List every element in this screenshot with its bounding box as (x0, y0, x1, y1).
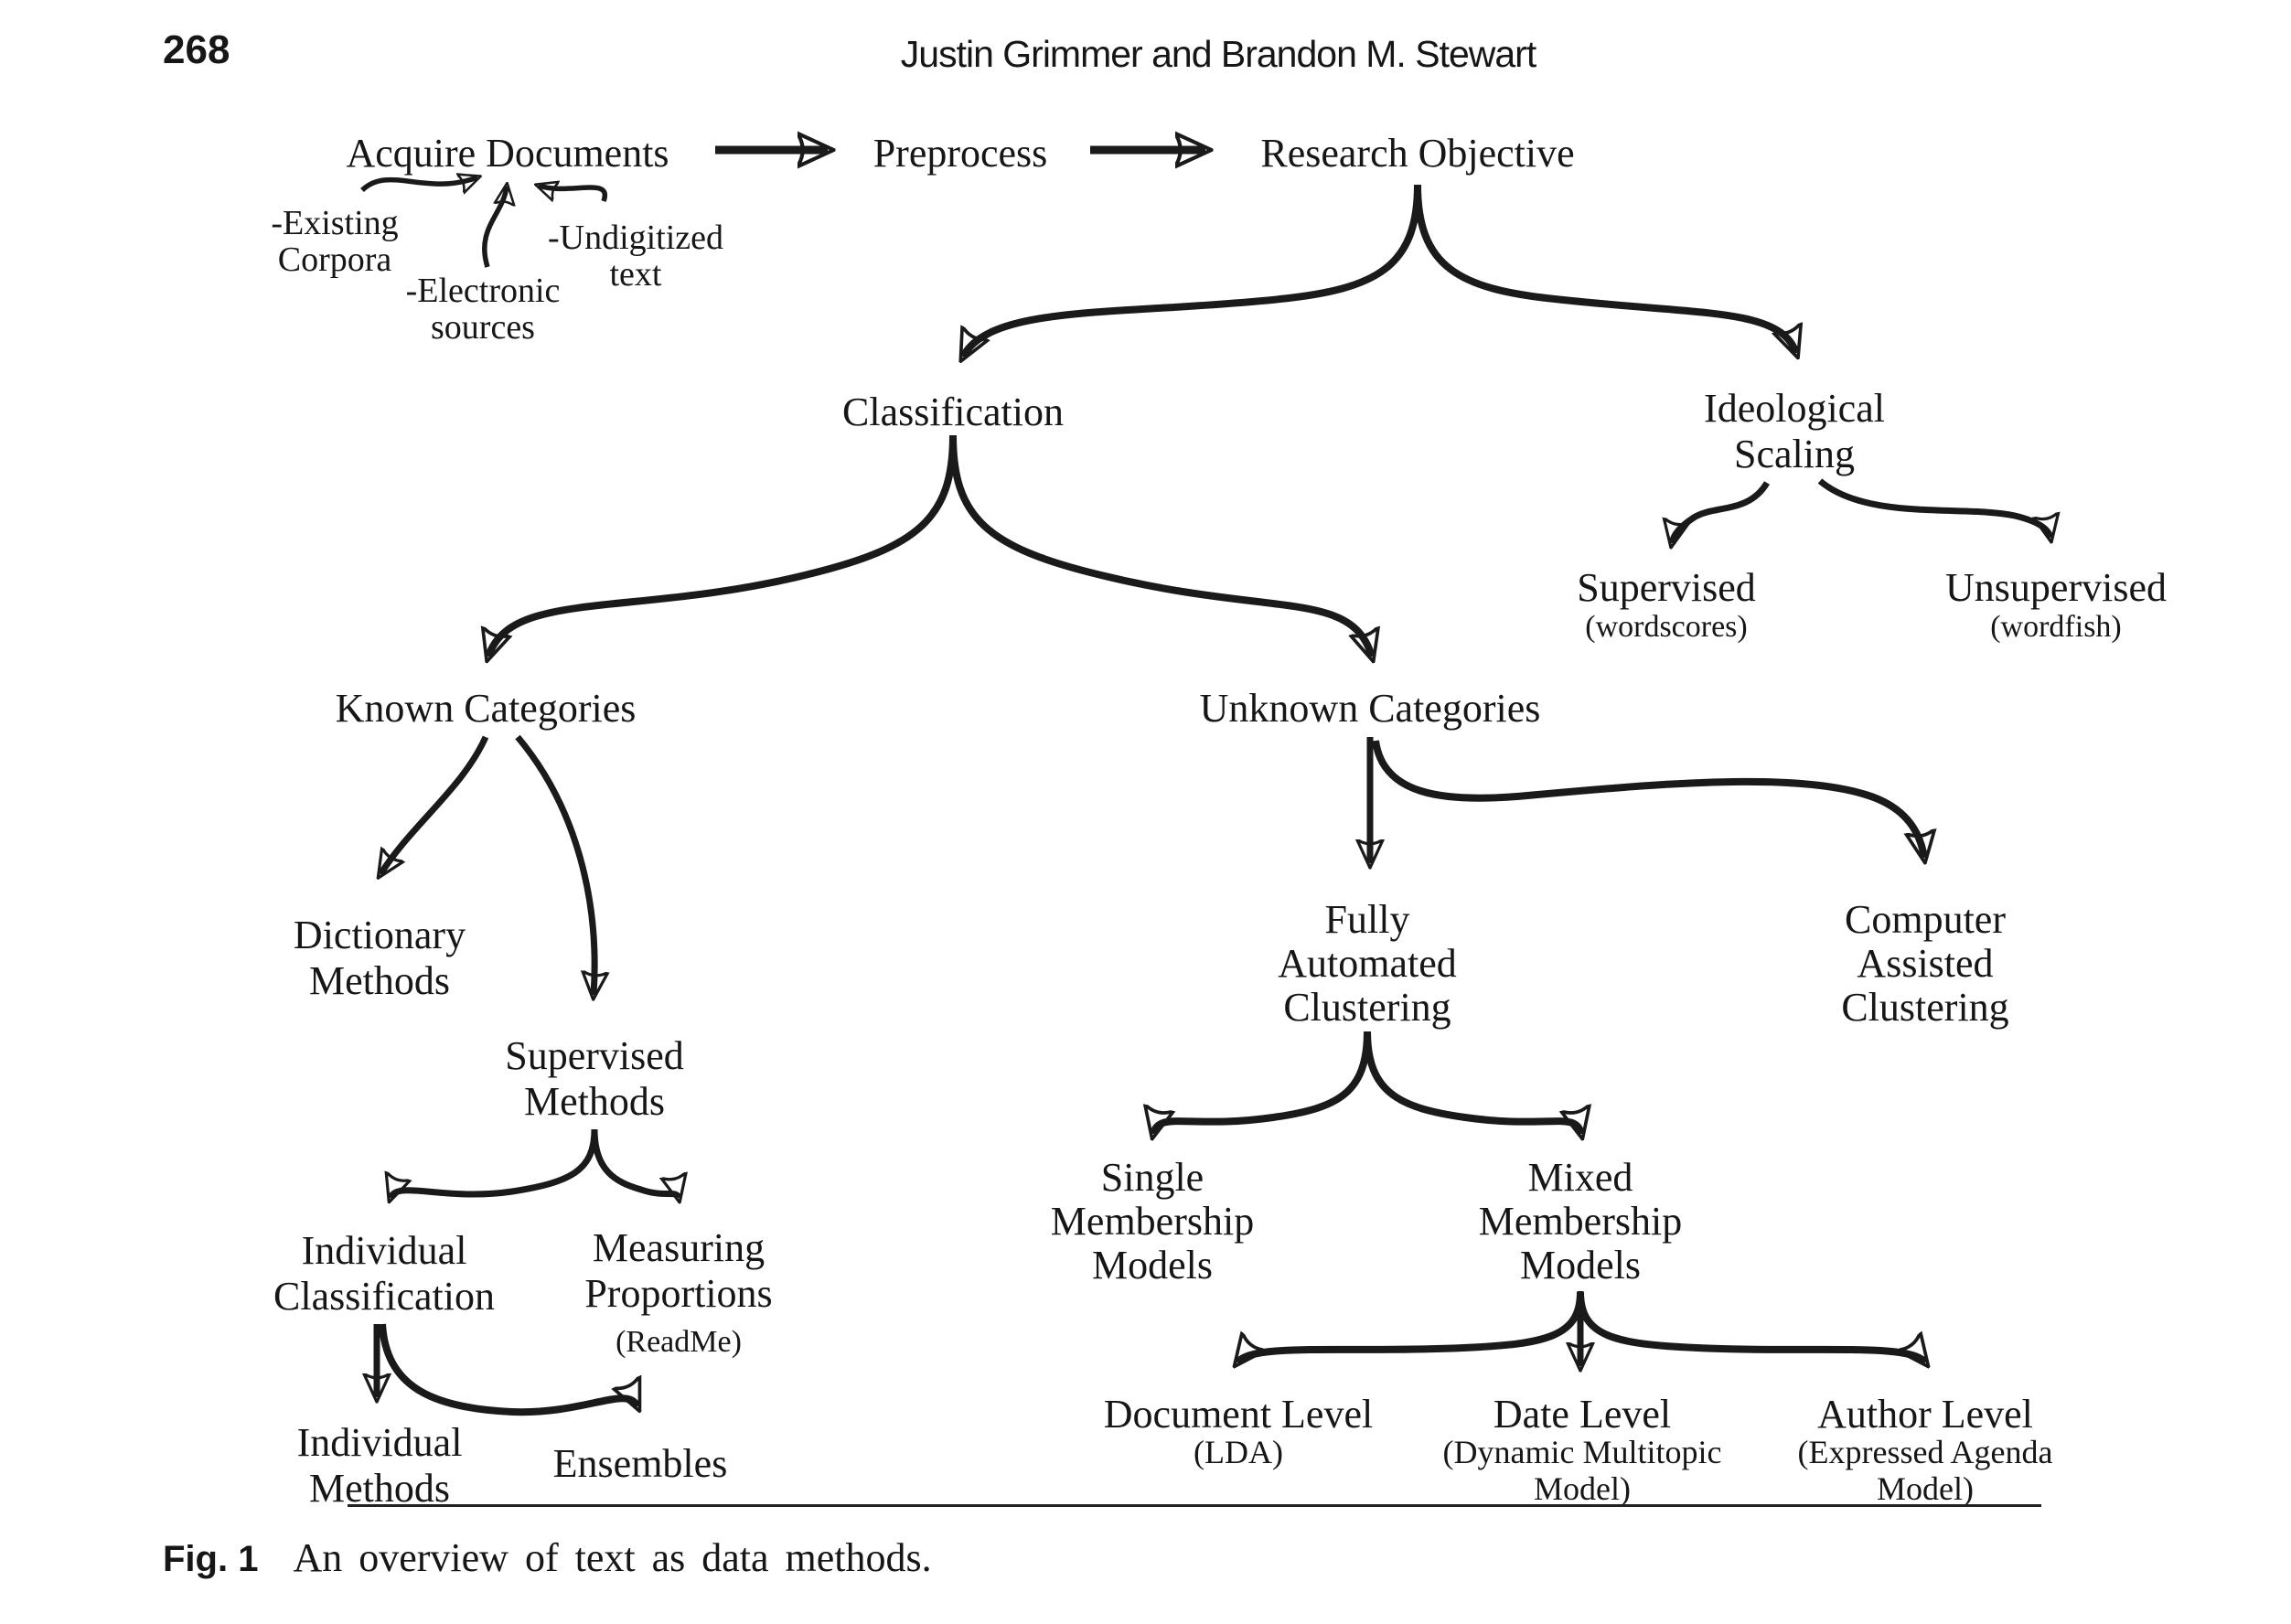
node-dictionary-methods: Dictionary Methods (293, 913, 466, 1003)
figure-caption-text: An overview of text as data methods. (293, 1535, 932, 1580)
edge-existing-to-acquire (360, 177, 477, 190)
edge-individual-classification-to-ensembles (379, 1323, 637, 1416)
node-research-objective: Research Objective (1260, 131, 1575, 176)
edge-research-to-classification (963, 184, 1421, 357)
node-author-level-sub: (Expressed Agenda Model) (1797, 1434, 2053, 1507)
node-individual-methods: Individual Methods (296, 1420, 463, 1511)
edge-ideological-to-supervised (1672, 481, 1771, 543)
node-author-level: Author Level (1817, 1392, 2033, 1437)
node-date-level: Date Level (1493, 1392, 1672, 1437)
edge-mixed-to-document-level (1237, 1291, 1584, 1362)
node-measuring-proportions-sub: (ReadMe) (616, 1325, 742, 1359)
page-number: 268 (163, 27, 230, 72)
node-acquire-documents: Acquire Documents (346, 131, 669, 176)
note-undigitized-text: -Undigitized text (547, 219, 724, 294)
edge-fully-to-single-membership (1153, 1031, 1371, 1134)
node-document-level-sub: (LDA) (1194, 1434, 1283, 1470)
node-mixed-membership-models: Mixed Membership Models (1478, 1155, 1683, 1287)
note-electronic-sources: -Electronic sources (405, 272, 561, 347)
node-ideological-scaling: Ideological Scaling (1704, 386, 1885, 476)
node-supervised-methods: Supervised Methods (505, 1033, 684, 1124)
node-unknown-categories: Unknown Categories (1199, 686, 1541, 731)
edge-undigitized-to-acquire (539, 186, 608, 201)
node-supervised-scaling: Supervised (1577, 565, 1756, 610)
figure-caption: Fig. 1 An overview of text as data metho… (163, 1534, 932, 1581)
node-computer-assisted-clustering: Computer Assisted Clustering (1841, 897, 2009, 1030)
edge-unknown-to-computer-assisted (1372, 740, 1924, 858)
node-fully-automated-clustering: Fully Automated Clustering (1278, 897, 1457, 1030)
edge-research-to-ideological (1414, 184, 1796, 353)
edge-fully-to-mixed-membership (1364, 1031, 1581, 1134)
edge-classification-to-known (488, 434, 957, 657)
node-ensembles: Ensembles (552, 1441, 728, 1486)
node-date-level-sub: (Dynamic Multitopic Model) (1442, 1434, 1722, 1507)
node-measuring-proportions: Measuring Proportions (584, 1225, 773, 1316)
edge-known-to-dictionary (380, 735, 489, 874)
figure-caption-label: Fig. 1 (163, 1539, 259, 1579)
edge-electronic-to-acquire (482, 187, 507, 268)
node-known-categories: Known Categories (335, 686, 637, 731)
node-single-membership-models: Single Membership Models (1050, 1155, 1255, 1287)
node-preprocess: Preprocess (873, 131, 1048, 176)
edge-mixed-to-author-level (1577, 1291, 1925, 1362)
edge-classification-to-unknown (949, 434, 1372, 657)
node-individual-classification: Individual Classification (273, 1228, 495, 1319)
edge-ideological-to-unsupervised (1817, 478, 2050, 538)
edge-supervised-methods-to-individual-classification (391, 1128, 598, 1198)
edge-known-to-supervised-methods (515, 734, 594, 995)
node-document-level: Document Level (1103, 1392, 1374, 1437)
running-head: Justin Grimmer and Brandon M. Stewart (900, 33, 1536, 75)
node-unsupervised-scaling-sub: (wordfish) (1990, 610, 2122, 644)
figure-baseline-rule (348, 1504, 2041, 1507)
note-existing-corpora: -Existing Corpora (271, 204, 399, 279)
edge-supervised-methods-to-measuring (591, 1128, 679, 1198)
node-unsupervised-scaling: Unsupervised (1945, 565, 2167, 610)
node-classification: Classification (842, 390, 1064, 434)
node-supervised-scaling-sub: (wordscores) (1585, 610, 1748, 644)
